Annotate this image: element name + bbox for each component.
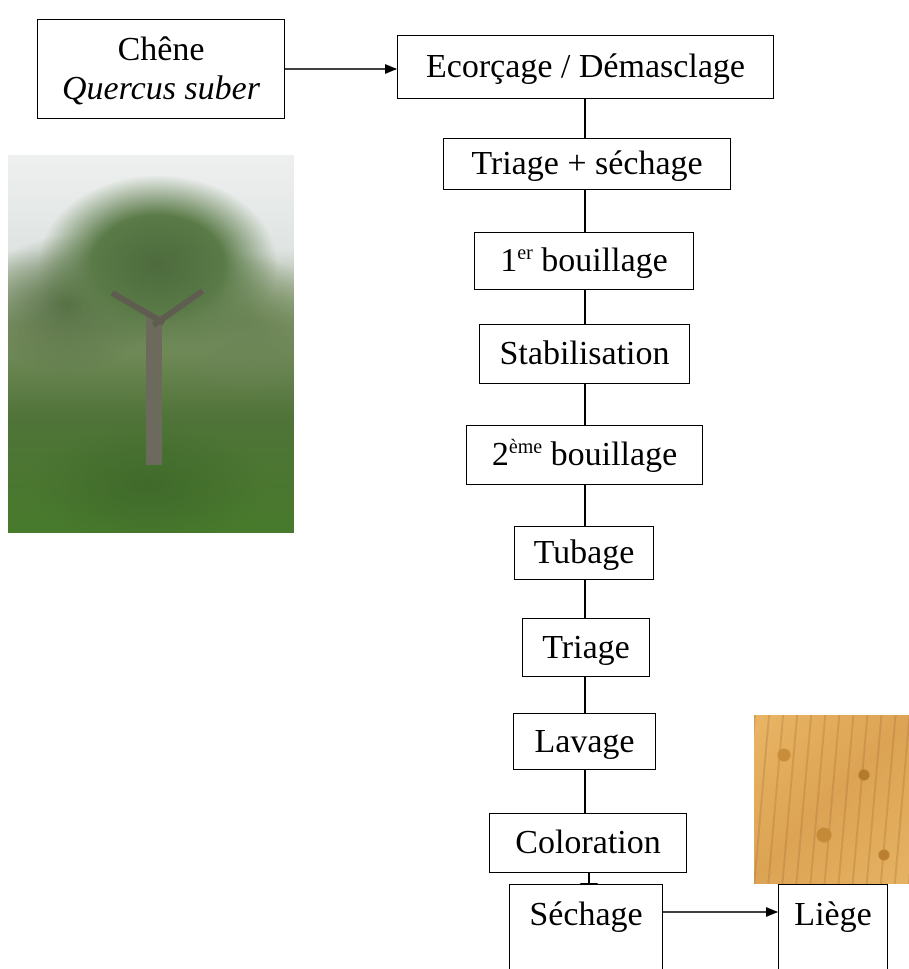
step-ecorcage-label: Ecorçage / Démasclage <box>425 48 746 86</box>
step-triage-sechage: Triage + séchage <box>443 138 731 190</box>
step-lavage: Lavage <box>513 713 656 770</box>
step-ecorcage: Ecorçage / Démasclage <box>397 35 774 99</box>
source-box: Chêne Quercus suber <box>37 19 285 119</box>
step-premier-bouillage-label: 1er bouillage <box>500 241 668 280</box>
step-triage: Triage <box>522 618 650 677</box>
product-label: Liège <box>794 896 872 933</box>
source-species: Quercus suber <box>62 70 260 107</box>
source-name: Chêne <box>117 30 205 68</box>
cork-texture-photo <box>754 715 909 884</box>
step-premier-bouillage: 1er bouillage <box>474 232 694 290</box>
step-deuxieme-bouillage-suffix: bouillage <box>542 436 678 474</box>
product-box: Liège <box>778 884 888 969</box>
step-premier-bouillage-prefix: 1 <box>500 242 518 280</box>
step-premier-bouillage-sup: er <box>517 242 533 265</box>
step-tubage-label: Tubage <box>533 534 635 572</box>
step-triage-sechage-label: Triage + séchage <box>471 145 703 183</box>
step-tubage: Tubage <box>514 526 654 580</box>
step-sechage-label: Séchage <box>529 896 643 933</box>
tree-trunk <box>146 315 162 465</box>
step-stabilisation-label: Stabilisation <box>499 335 670 373</box>
step-coloration: Coloration <box>489 813 687 873</box>
step-coloration-label: Coloration <box>515 824 661 862</box>
step-lavage-label: Lavage <box>534 722 635 760</box>
tree-branch-right <box>151 288 205 328</box>
step-stabilisation: Stabilisation <box>479 324 690 384</box>
step-triage-label: Triage <box>542 628 630 666</box>
cork-oak-tree-photo <box>8 155 294 533</box>
step-deuxieme-bouillage: 2ème bouillage <box>466 425 703 485</box>
step-deuxieme-bouillage-label: 2ème bouillage <box>492 435 677 474</box>
step-premier-bouillage-suffix: bouillage <box>532 242 668 280</box>
step-deuxieme-bouillage-sup: ème <box>508 436 543 459</box>
step-deuxieme-bouillage-prefix: 2 <box>491 436 509 474</box>
step-sechage: Séchage <box>509 884 663 969</box>
